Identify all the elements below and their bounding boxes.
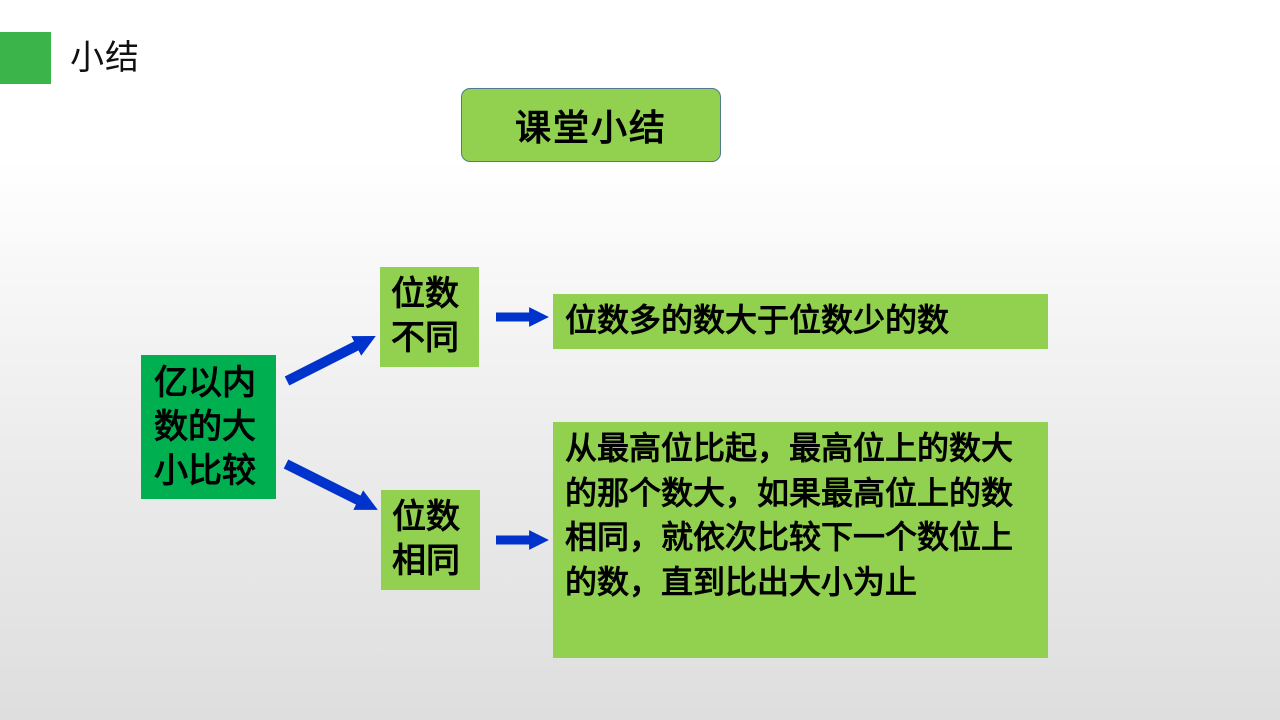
root-topic-line-2: 数的大 bbox=[154, 407, 256, 447]
rule-box-same-digits: 从最高位比起，最高位上的数大的那个数大，如果最高位上的数相同，就依次比较下一个数… bbox=[553, 422, 1048, 658]
arrow-root-to-condition-1 bbox=[284, 336, 376, 386]
condition-box-same-digits: 位数 相同 bbox=[381, 490, 480, 590]
condition-2-line-1: 位数 bbox=[392, 497, 460, 537]
condition-1-line-1: 位数 bbox=[391, 274, 459, 314]
section-title: 小结 bbox=[70, 38, 140, 78]
arrow-root-to-condition-2 bbox=[283, 459, 378, 510]
condition-2-line-2: 相同 bbox=[392, 541, 460, 581]
rule-box-different-digits: 位数多的数大于位数少的数 bbox=[553, 294, 1048, 349]
condition-1-line-2: 不同 bbox=[391, 318, 459, 358]
root-topic-line-3: 小比较 bbox=[154, 451, 256, 491]
summary-header: 课堂小结 bbox=[461, 88, 721, 162]
root-topic-line-1: 亿以内 bbox=[154, 363, 256, 403]
root-topic-box: 亿以内 数的大 小比较 bbox=[141, 355, 276, 499]
condition-box-different-digits: 位数 不同 bbox=[380, 267, 479, 367]
title-accent-bar bbox=[0, 32, 51, 84]
